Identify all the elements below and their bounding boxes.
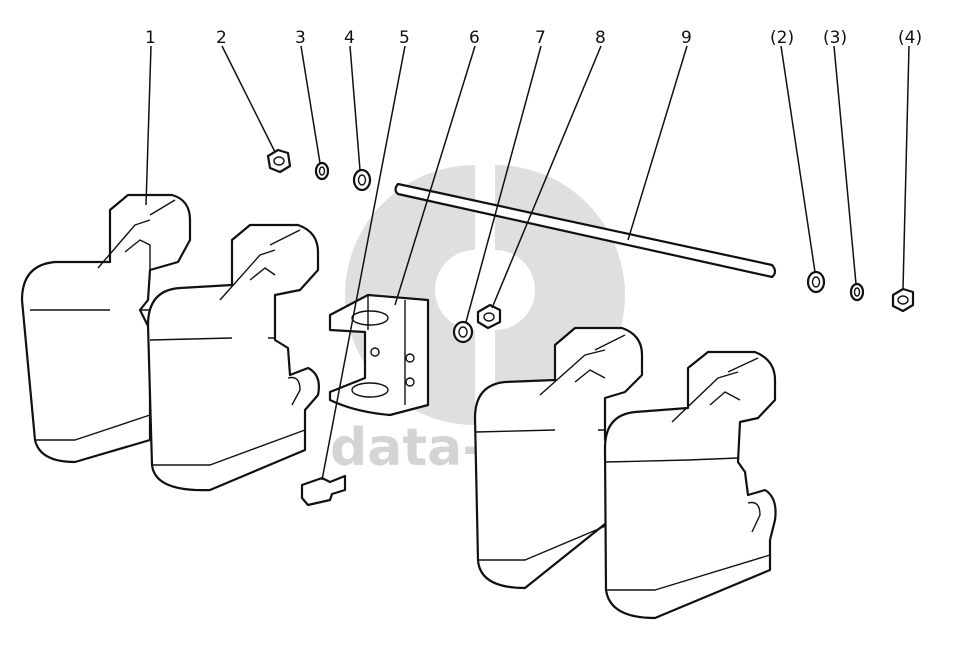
callout-1: 1	[145, 28, 156, 48]
washer-2-right	[806, 270, 826, 294]
callout-3r: (3)	[823, 28, 847, 48]
spring-washer-3	[314, 161, 330, 181]
nut-2	[266, 148, 292, 174]
leader-line-3r	[833, 45, 857, 285]
washer-7	[452, 320, 474, 344]
nut-8	[476, 303, 502, 330]
tie-rod-9	[394, 182, 777, 279]
leader-line-2	[221, 45, 276, 153]
leader-line-2r	[780, 45, 816, 273]
spring-washer-3-right	[849, 282, 865, 302]
leader-line-8	[491, 45, 602, 309]
weight-plate-4	[603, 350, 777, 620]
nut-4-right	[891, 287, 915, 313]
leader-lines	[145, 45, 910, 481]
callout-5: 5	[399, 28, 410, 48]
callout-labels: 1 2 3 4 5 6 7 8 9 (2) (3) (4)	[145, 28, 922, 48]
callout-6: 6	[469, 28, 480, 48]
bolt-5	[300, 474, 347, 507]
callout-3: 3	[295, 28, 306, 48]
callout-2r: (2)	[770, 28, 794, 48]
weight-plate-1	[20, 193, 192, 464]
leader-line-4r	[902, 45, 910, 290]
hitch-bracket-6	[328, 293, 430, 417]
weight-plate-2	[146, 223, 320, 492]
leader-line-1	[145, 45, 152, 206]
leader-line-4	[349, 45, 361, 171]
weight-plate-3	[473, 326, 644, 590]
leader-line-7	[465, 45, 542, 323]
callout-9: 9	[681, 28, 692, 48]
leader-line-9	[627, 45, 688, 241]
callout-2: 2	[216, 28, 227, 48]
callout-4r: (4)	[898, 28, 922, 48]
leader-line-6	[394, 45, 476, 306]
callout-8: 8	[595, 28, 606, 48]
washer-4	[352, 168, 372, 192]
callout-4: 4	[344, 28, 355, 48]
callout-7: 7	[535, 28, 546, 48]
leader-line-3	[300, 45, 321, 164]
leader-line-5	[321, 45, 406, 481]
